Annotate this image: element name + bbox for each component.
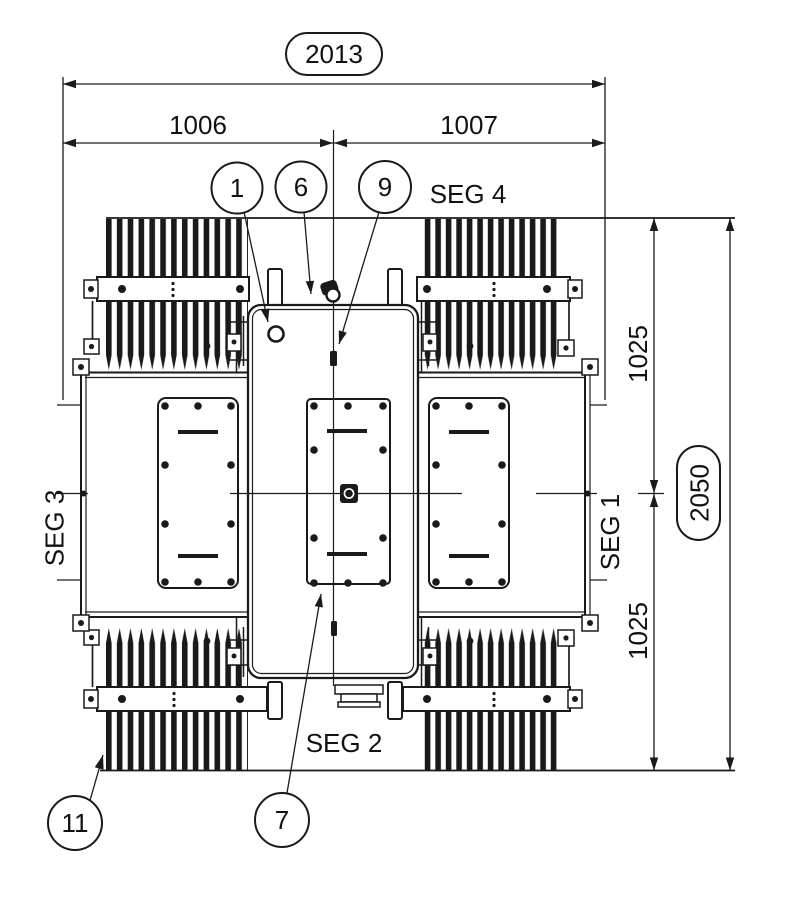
radiator-fins (106, 219, 248, 278)
thermometer-well (267, 325, 285, 343)
dim-overall-height-label: 2050 (685, 464, 715, 522)
leader-callout-6 (303, 211, 315, 295)
leader-callout-9 (338, 211, 380, 345)
callout-balloon-7: 7 (254, 792, 310, 848)
radiator-fins (424, 301, 561, 355)
callout-6-label: 6 (294, 172, 308, 202)
dim-capsule-overall-width (285, 32, 383, 76)
pipe-connection-bottom-right (418, 617, 438, 687)
fin-bolt (466, 342, 474, 350)
cover-plate-right (428, 397, 510, 589)
radiator-fins (424, 219, 561, 278)
radiator-fins (424, 711, 561, 770)
left-coil-body (57, 358, 248, 632)
seg3-label: SEG 3 (40, 490, 70, 567)
radiator-bank-bottom-right (402, 627, 583, 770)
pipe-connection-bottom-left (226, 617, 249, 687)
radiator-fins (424, 643, 561, 687)
centerline-fitting-bottom (331, 621, 337, 636)
dim-overall-width: 2013 (62, 32, 606, 400)
callout-balloon-11: 11 (47, 795, 103, 851)
pipe-connection-top-left (226, 301, 249, 372)
lifting-lug (387, 268, 403, 308)
radiator-fins (106, 301, 248, 355)
dim-lower-height: 1025 (623, 494, 659, 771)
radiator-fin-tips (424, 355, 561, 371)
dim-capsule-overall-height (676, 445, 721, 541)
seg2-label: SEG 2 (306, 728, 383, 758)
seg4-label: SEG 4 (430, 179, 507, 209)
lifting-lug (267, 268, 283, 308)
cover-plate-center (306, 398, 391, 587)
dim-right-width-label: 1007 (440, 110, 498, 140)
dim-upper-height: 1025 (623, 218, 659, 493)
fin-bolt (466, 637, 474, 645)
leader-callout-11 (88, 754, 104, 805)
dim-right-width: 1007 (334, 110, 605, 148)
callout-9-label: 9 (378, 172, 392, 202)
seg1-label: SEG 1 (595, 494, 625, 571)
callout-1-label: 1 (230, 173, 244, 203)
dim-left-width: 1006 (63, 110, 333, 148)
leader-callout-1 (243, 211, 270, 323)
radiator-fin-tips (424, 627, 561, 643)
lifting-lug (267, 681, 283, 720)
drain-fitting (334, 684, 384, 708)
radiator-fin-tips (106, 627, 248, 643)
radiator-fin-tips (106, 355, 248, 371)
lifting-lug (387, 681, 403, 720)
callout-balloon-1: 1 (210, 161, 264, 215)
callout-7-label: 7 (275, 805, 289, 835)
dim-left-width-label: 1006 (169, 110, 227, 140)
callout-11-label: 11 (62, 808, 89, 838)
callout-balloon-9: 9 (358, 160, 412, 214)
fin-bolt (203, 637, 211, 645)
radiator-bank-top-right (416, 219, 583, 371)
centerline-fitting-top (330, 351, 337, 366)
top-valve (320, 279, 341, 303)
radiator-fins (106, 643, 248, 687)
radiator-bank-top-left (83, 219, 250, 371)
pipe-connection-top-right (418, 301, 438, 372)
dim-lower-height-label: 1025 (623, 602, 653, 660)
dim-overall-width-label: 2013 (305, 39, 363, 69)
dim-overall-height: 2050 (676, 218, 735, 771)
cover-plate-left (157, 397, 239, 589)
leader-callout-7 (286, 593, 323, 794)
center-fitting (340, 484, 358, 503)
radiator-fins (106, 711, 248, 770)
callout-balloon-6: 6 (274, 160, 328, 214)
right-coil-body (418, 358, 607, 632)
fin-bolt (203, 342, 211, 350)
dim-upper-height-label: 1025 (623, 325, 653, 383)
